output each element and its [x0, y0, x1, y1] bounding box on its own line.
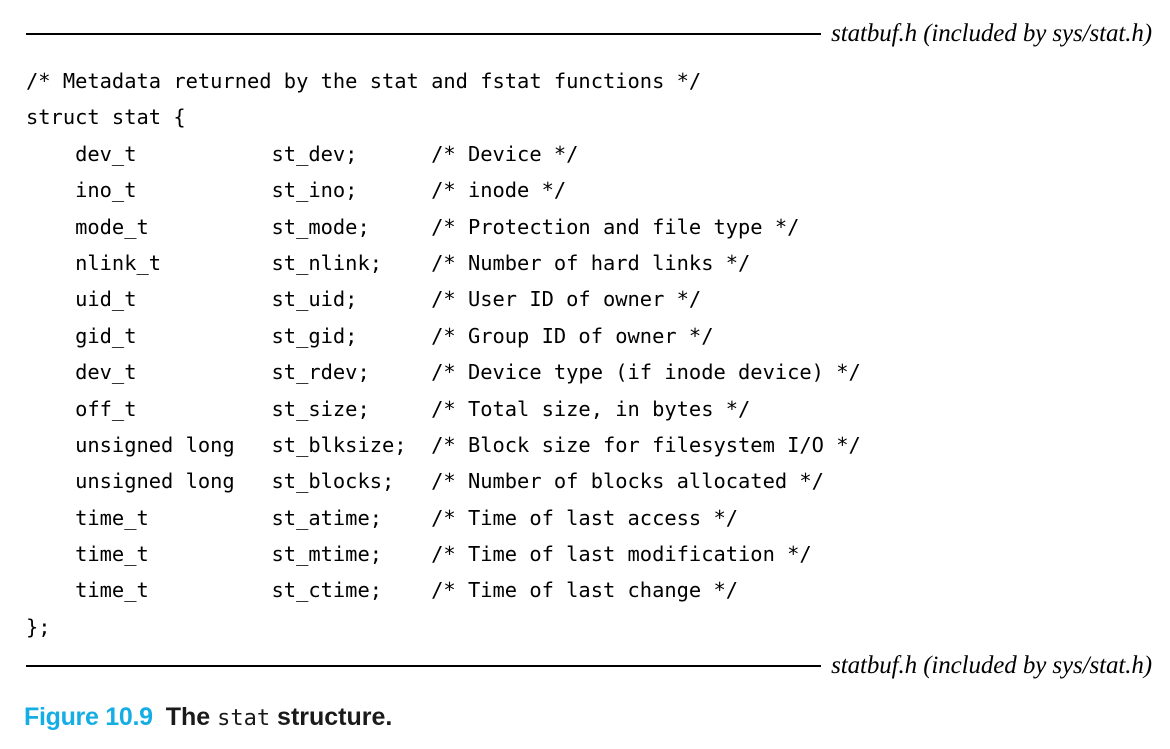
- code-listing: /* Metadata returned by the stat and fst…: [26, 63, 1146, 645]
- code-line: dev_t st_rdev; /* Device type (if inode …: [26, 360, 861, 385]
- code-line: dev_t st_dev; /* Device */: [26, 141, 579, 166]
- figure-header-rule-row: statbuf.h (included by sys/stat.h): [26, 16, 1152, 50]
- code-line: /* Metadata returned by the stat and fst…: [26, 69, 702, 93]
- figure-number: Figure 10.9: [24, 703, 153, 731]
- code-line: ino_t st_ino; /* inode */: [26, 178, 567, 203]
- code-line: nlink_t st_nlink; /* Number of hard link…: [26, 250, 751, 275]
- caption-mono-term: stat: [217, 706, 271, 731]
- code-line: unsigned long st_blocks; /* Number of bl…: [26, 469, 824, 494]
- footer-rule-line: [26, 664, 822, 667]
- code-line: };: [26, 614, 51, 639]
- footer-source-label: statbuf.h (included by sys/stat.h): [831, 651, 1152, 679]
- code-line: mode_t st_mode; /* Protection and file t…: [26, 214, 800, 239]
- code-line: gid_t st_gid; /* Group ID of owner */: [26, 323, 714, 348]
- figure-footer-rule-row: statbuf.h (included by sys/stat.h): [26, 648, 1152, 682]
- header-rule-line: [26, 32, 822, 35]
- code-line: unsigned long st_blksize; /* Block size …: [26, 432, 861, 457]
- code-line: uid_t st_uid; /* User ID of owner */: [26, 287, 702, 312]
- header-source-label: statbuf.h (included by sys/stat.h): [831, 19, 1152, 47]
- caption-text-after: structure.: [270, 703, 393, 731]
- figure-caption: Figure 10.9 The stat structure.: [24, 702, 392, 734]
- code-line: time_t st_atime; /* Time of last access …: [26, 505, 739, 530]
- code-line: off_t st_size; /* Total size, in bytes *…: [26, 396, 751, 421]
- code-line: struct stat {: [26, 105, 186, 130]
- caption-text-before: The: [165, 703, 218, 731]
- code-line: time_t st_ctime; /* Time of last change …: [26, 578, 739, 603]
- code-line: time_t st_mtime; /* Time of last modific…: [26, 542, 812, 567]
